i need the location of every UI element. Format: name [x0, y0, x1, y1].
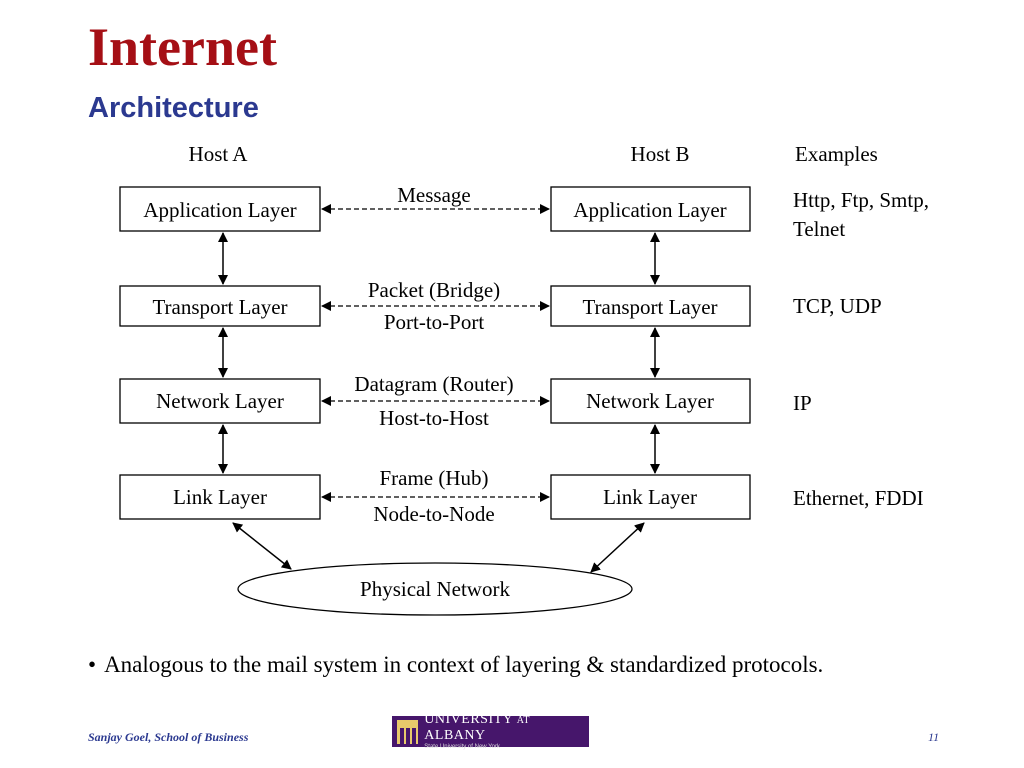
university-seal-icon	[397, 719, 419, 744]
link-unit-label: Frame (Hub)	[379, 466, 488, 490]
bullet-icon: •	[88, 652, 97, 677]
header-host-a: Host A	[189, 142, 249, 166]
examples-application: Http, Ftp, Smtp, Telnet	[793, 186, 993, 244]
application-unit-label: Message	[397, 183, 470, 207]
logo-subtitle: State University of New York	[424, 744, 500, 750]
page-number: 11	[928, 730, 940, 744]
host-b-transport-label: Transport Layer	[582, 295, 717, 319]
network-scope-label: Host-to-Host	[379, 406, 489, 430]
transport-unit-label: Packet (Bridge)	[368, 278, 500, 302]
host-a-physical-arrow	[232, 522, 292, 570]
transport-scope-label: Port-to-Port	[384, 310, 485, 334]
host-b-link-label: Link Layer	[603, 485, 697, 509]
header-examples: Examples	[795, 142, 878, 166]
host-a-link-box: Link Layer	[119, 474, 321, 520]
host-b-transport-box: Transport Layer	[550, 285, 751, 327]
examples-link: Ethernet, FDDI	[793, 486, 924, 510]
logo-text: UNIVERSITY AT ALBANY State University of…	[424, 712, 589, 751]
host-a-application-box: Application Layer	[119, 186, 321, 232]
header-host-b: Host B	[631, 142, 690, 166]
host-b-physical-arrow	[590, 522, 645, 573]
physical-network-label: Physical Network	[360, 577, 510, 601]
network-unit-label: Datagram (Router)	[354, 372, 513, 396]
host-b-network-label: Network Layer	[586, 389, 714, 413]
host-b-network-box: Network Layer	[550, 378, 751, 424]
host-b-application-label: Application Layer	[573, 198, 726, 222]
host-b-link-box: Link Layer	[550, 474, 751, 520]
host-b-application-box: Application Layer	[550, 186, 751, 232]
logo-university: UNIVERSITY	[424, 712, 513, 727]
host-a-network-box: Network Layer	[119, 378, 321, 424]
slide-title: Internet	[88, 17, 277, 77]
slide-subtitle: Architecture	[88, 92, 259, 124]
host-a-link-label: Link Layer	[173, 485, 267, 509]
link-scope-label: Node-to-Node	[373, 502, 494, 526]
footer-author: Sanjay Goel, School of Business	[88, 730, 249, 744]
logo-main: UNIVERSITY AT ALBANY	[424, 712, 589, 743]
examples-application-line2: Telnet	[793, 217, 846, 241]
host-a-transport-label: Transport Layer	[152, 295, 287, 319]
examples-network: IP	[793, 391, 812, 415]
examples-application-line1: Http, Ftp, Smtp,	[793, 188, 929, 212]
university-logo: UNIVERSITY AT ALBANY State University of…	[392, 712, 589, 750]
bullet-text: Analogous to the mail system in context …	[104, 652, 824, 677]
examples-transport: TCP, UDP	[793, 294, 882, 318]
logo-at: AT	[516, 715, 530, 726]
host-a-application-label: Application Layer	[143, 198, 296, 222]
host-a-network-label: Network Layer	[156, 389, 284, 413]
physical-network: Physical Network	[237, 562, 633, 616]
logo-albany: ALBANY	[424, 728, 486, 743]
bullet-point: • Analogous to the mail system in context…	[88, 652, 823, 678]
host-a-transport-box: Transport Layer	[119, 285, 321, 327]
